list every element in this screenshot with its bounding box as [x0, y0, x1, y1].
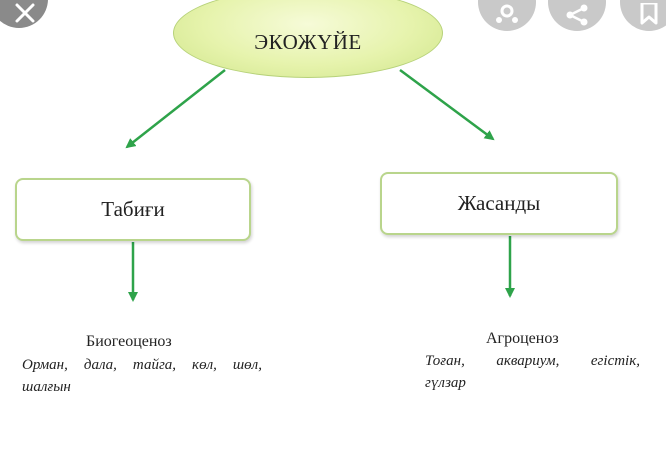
root-node: ЭКОЖҮЙЕ: [173, 0, 443, 78]
example-word: шөл,: [232, 357, 262, 373]
artificial-type-title: Агроценоз: [486, 330, 559, 347]
natural-box-label: Табиғи: [101, 197, 165, 221]
example-word: Тоған,: [425, 353, 465, 369]
natural-type-title: Биогеоценоз: [86, 333, 172, 350]
root-label: ЭКОЖҮЙЕ: [254, 29, 362, 54]
example-word: Орман,: [22, 357, 68, 373]
natural-examples-line-2: шалғын: [22, 379, 71, 395]
artificial-box-label: Жасанды: [457, 191, 541, 215]
artificial-examples-line-1: Тоған, аквариум, егістік,: [425, 350, 640, 372]
arrow-root-to-artificial: [399, 68, 495, 141]
bookmark-icon: [640, 3, 658, 25]
artificial-box: Жасанды: [380, 172, 618, 235]
natural-examples-line-1: Орман, дала, тайга, көл, шөл,: [22, 354, 262, 376]
example-word: аквариум,: [496, 353, 560, 369]
example-word: егістік,: [590, 353, 640, 369]
arrow-root-to-natural: [125, 69, 226, 149]
example-word: дала,: [83, 357, 117, 373]
natural-box: Табиғи: [15, 178, 251, 241]
artificial-examples: Тоған, аквариум, егістік, гүлзар: [425, 350, 640, 394]
share-icon: [566, 4, 588, 26]
natural-examples: Орман, дала, тайга, көл, шөл, шалғын: [22, 354, 262, 398]
close-icon: [15, 3, 35, 23]
lens-icon: [496, 4, 518, 23]
example-word: тайга,: [132, 357, 177, 373]
example-word: көл,: [192, 357, 217, 373]
close-button[interactable]: [0, 0, 48, 28]
artificial-examples-line-2: гүлзар: [425, 375, 466, 391]
